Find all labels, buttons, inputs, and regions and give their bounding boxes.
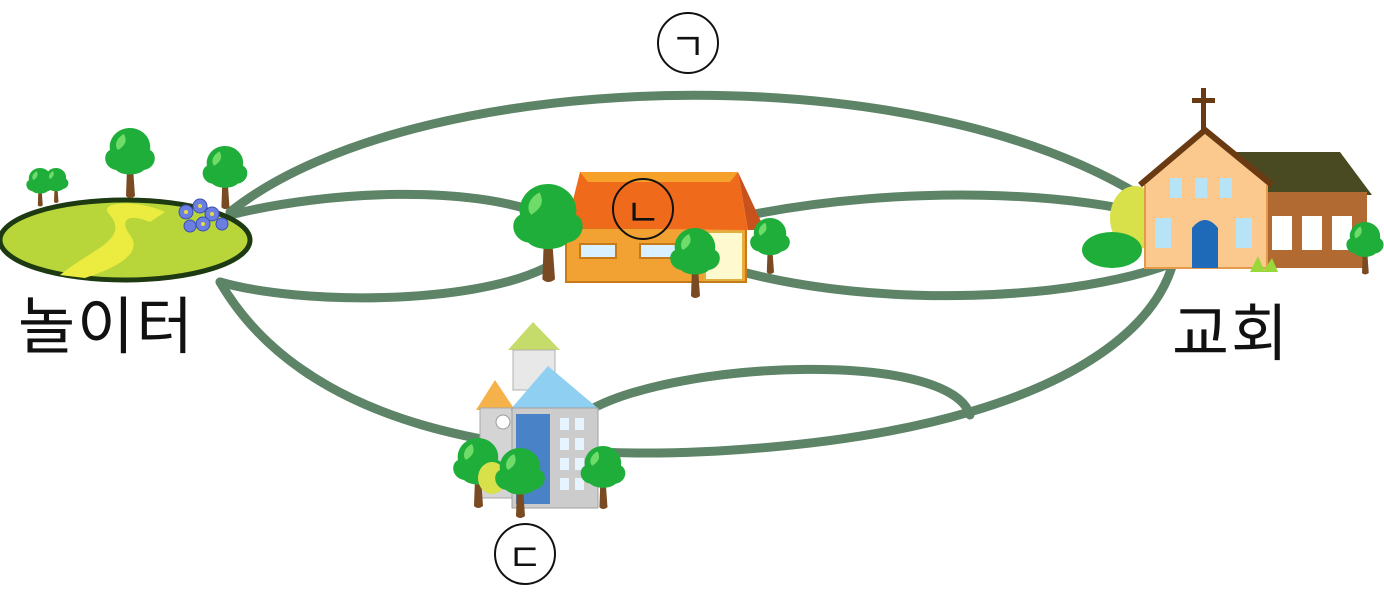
- roads: [215, 90, 1181, 458]
- playground-label: 놀이터: [18, 290, 196, 363]
- road-lower-right: [730, 257, 1180, 301]
- road-upper-left: [225, 189, 550, 220]
- church-label: 교회: [1172, 297, 1291, 370]
- playground-icon: [0, 128, 253, 283]
- road-lower-left: [215, 263, 550, 303]
- route-badge-c: ㄷ: [494, 523, 556, 585]
- church-icon: [1082, 88, 1384, 275]
- office-building-icon: [453, 322, 626, 518]
- route-badge-b: ㄴ: [612, 178, 674, 240]
- road-branch-loop: [585, 364, 975, 420]
- road-outer-loop: [215, 90, 1181, 458]
- route-badge-a: ㄱ: [657, 12, 719, 74]
